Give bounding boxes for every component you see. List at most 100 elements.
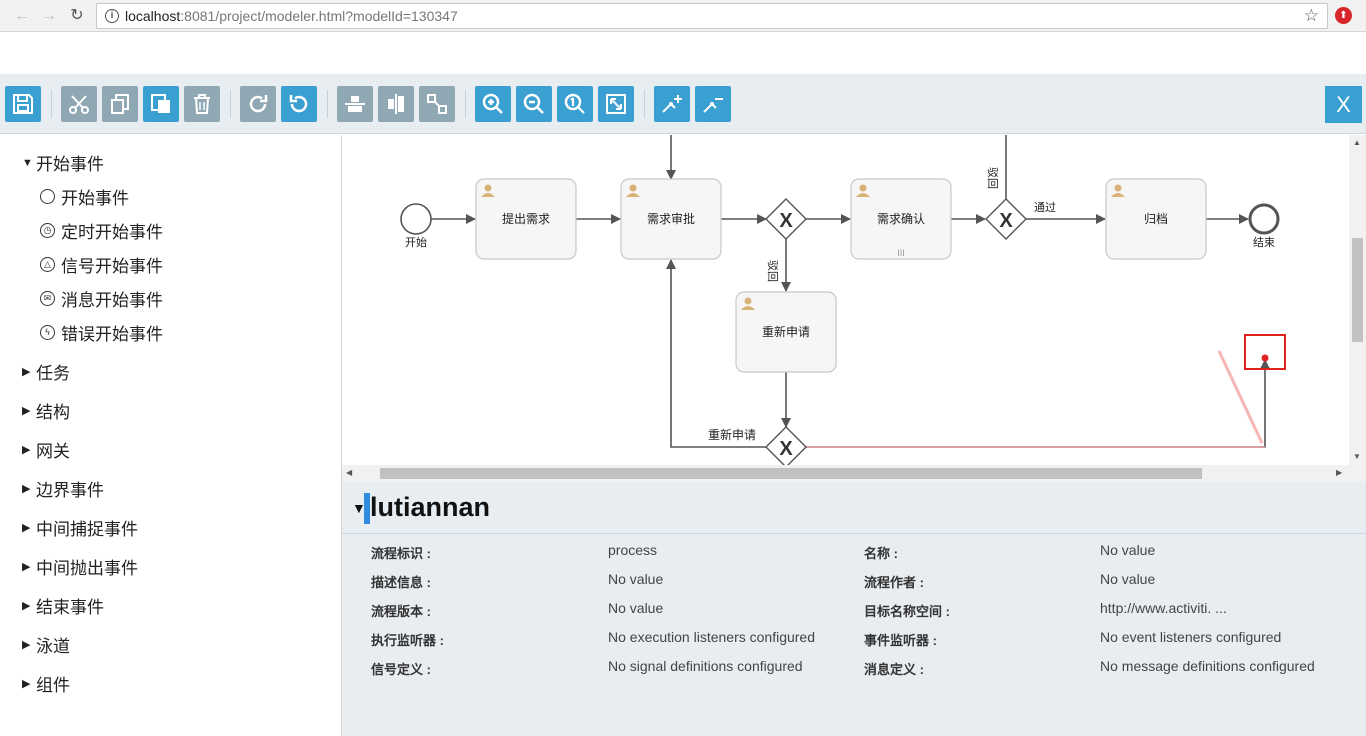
waypoint-handle[interactable] [1261, 354, 1269, 362]
gateway-confirm[interactable]: X [985, 198, 1027, 240]
flow-label-reject-2: 驳回 [986, 167, 999, 189]
prop-label: 目标名称空间 : [864, 604, 950, 619]
prop-value[interactable]: No execution listeners configured [608, 629, 816, 645]
prop-value[interactable]: No value [608, 600, 664, 616]
prop-value[interactable]: No signal definitions configured [608, 658, 803, 674]
palette-group-catch-events[interactable]: ▶中间捕捉事件 [22, 515, 138, 540]
start-event[interactable] [400, 203, 432, 235]
palette-group-end-events[interactable]: ▶结束事件 [22, 593, 104, 618]
prop-value[interactable]: No value [1100, 571, 1156, 587]
bpmn-diagram[interactable]: 开始 结束 提出需求 需求审批 需求确认 III 归档 [342, 135, 1349, 465]
flow-label-reject-1: 驳回 [766, 260, 779, 282]
properties-header[interactable]: ▼ lutiannan [342, 482, 1366, 534]
extension-icon[interactable]: ⬆ [1335, 7, 1352, 24]
task-submit-request[interactable]: 提出需求 [475, 178, 577, 260]
add-bendpoint-icon [662, 95, 682, 113]
canvas-vertical-scrollbar[interactable]: ▲ ▼ [1349, 135, 1366, 465]
multi-instance-icon: III [897, 248, 905, 258]
redo-button[interactable] [240, 86, 276, 122]
palette-group-throw-events[interactable]: ▶ 中间抛出事件 [22, 554, 138, 579]
task-archive[interactable]: 归档 [1105, 178, 1207, 260]
back-button[interactable]: ← [14, 7, 30, 24]
trash-icon [194, 94, 210, 114]
scroll-down-icon[interactable]: ▼ [1353, 452, 1361, 461]
task-confirm-request[interactable]: 需求确认 III [850, 178, 952, 260]
editor-toolbar: X [0, 74, 1366, 134]
selected-waypoint-box[interactable] [1244, 334, 1286, 370]
flow-gateway3-new[interactable] [806, 359, 1270, 448]
scroll-right-icon[interactable]: ▶ [1336, 468, 1343, 477]
add-bendpoint-button[interactable] [654, 86, 690, 122]
task-label: 需求确认 [877, 212, 925, 226]
align-horizontal-button[interactable] [378, 86, 414, 122]
palette-item-start-event[interactable]: 开始事件 [40, 184, 129, 209]
gateway-resubmit[interactable]: X [765, 426, 807, 465]
address-bar[interactable]: i localhost:8081/project/modeler.html?mo… [96, 3, 1328, 29]
palette-item-error-start[interactable]: ϟ 错误开始事件 [40, 320, 163, 345]
task-approve-request[interactable]: 需求审批 [620, 178, 722, 260]
toolbar-separator [465, 90, 466, 118]
flow-gateway3-to-approve[interactable] [666, 259, 766, 448]
diagram-canvas[interactable]: 开始 结束 提出需求 需求审批 需求确认 III 归档 [342, 135, 1349, 465]
palette-item-label: 错误开始事件 [61, 325, 163, 344]
palette-group-artifacts[interactable]: ▶组件 [22, 671, 70, 696]
error-icon: ϟ [40, 325, 55, 340]
process-name-title[interactable]: lutiannan [370, 492, 490, 522]
delete-button[interactable] [184, 86, 220, 122]
scrollbar-thumb[interactable] [380, 468, 1202, 479]
scroll-up-icon[interactable]: ▲ [1353, 138, 1361, 147]
palette-group-boundary-events[interactable]: ▶边界事件 [22, 476, 104, 501]
reload-button[interactable]: ↻ [70, 7, 84, 24]
copy-button[interactable] [102, 86, 138, 122]
prop-value[interactable]: No value [1100, 542, 1156, 558]
palette-group-label: 结构 [36, 403, 70, 422]
paste-icon [151, 94, 170, 113]
palette-item-message-start[interactable]: ✉ 消息开始事件 [40, 286, 163, 311]
url-path: :8081/project/modeler.html?modelId=13034… [180, 8, 458, 24]
align-vertical-button[interactable] [337, 86, 373, 122]
palette-group-structures[interactable]: ▶结构 [22, 398, 70, 423]
prop-value[interactable]: No event listeners configured [1100, 629, 1282, 645]
chevron-down-icon[interactable]: ▼ [352, 500, 366, 516]
shape-palette: ▼ 开始事件 开始事件 ◷ 定时开始事件 △ 信号开始事件 ✉ 消息开始事件 ϟ… [0, 135, 342, 736]
prop-value[interactable]: No message definitions configured [1100, 658, 1315, 674]
zoom-fit-button[interactable] [598, 86, 634, 122]
user-icon [744, 297, 752, 305]
prop-value[interactable]: http://www.activiti. ... [1100, 600, 1227, 616]
gateway-approval[interactable]: X [765, 198, 807, 240]
browser-chrome: ← → ↻ i localhost:8081/project/modeler.h… [0, 0, 1366, 32]
canvas-horizontal-scrollbar[interactable]: ◀ ▶ [342, 465, 1349, 482]
paste-button[interactable] [143, 86, 179, 122]
chevron-right-icon: ▶ [22, 561, 31, 573]
palette-group-label: 中间抛出事件 [36, 559, 138, 578]
info-icon[interactable]: i [105, 9, 119, 23]
zoom-out-button[interactable] [516, 86, 552, 122]
end-event[interactable] [1248, 203, 1280, 235]
task-label: 需求审批 [647, 211, 695, 226]
palette-group-start-events[interactable]: ▼ 开始事件 [22, 150, 104, 175]
palette-group-gateways[interactable]: ▶网关 [22, 437, 70, 462]
prop-value[interactable]: No value [608, 571, 664, 587]
scroll-left-icon[interactable]: ◀ [346, 468, 353, 477]
same-size-button[interactable] [419, 86, 455, 122]
zoom-actual-button[interactable] [557, 86, 593, 122]
bookmark-star-icon[interactable]: ☆ [1303, 6, 1319, 25]
chevron-right-icon: ▶ [22, 678, 31, 690]
save-icon [13, 94, 33, 114]
scrollbar-thumb[interactable] [1352, 238, 1363, 342]
palette-item-signal-start[interactable]: △ 信号开始事件 [40, 252, 163, 277]
undo-button[interactable] [281, 86, 317, 122]
prop-value[interactable]: process [608, 542, 658, 558]
close-editor-button[interactable]: X [1325, 86, 1362, 123]
palette-item-timer-start[interactable]: ◷ 定时开始事件 [40, 218, 163, 243]
task-resubmit[interactable]: 重新申请 [735, 291, 837, 373]
save-button[interactable] [5, 86, 41, 122]
cut-button[interactable] [61, 86, 97, 122]
forward-button[interactable]: → [41, 7, 57, 24]
remove-bendpoint-button[interactable] [695, 86, 731, 122]
palette-group-tasks[interactable]: ▶任务 [22, 359, 70, 384]
palette-group-swimlanes[interactable]: ▶泳道 [22, 632, 70, 657]
toolbar-separator [327, 90, 328, 118]
zoom-in-button[interactable] [475, 86, 511, 122]
prop-label: 执行监听器 : [371, 633, 444, 648]
